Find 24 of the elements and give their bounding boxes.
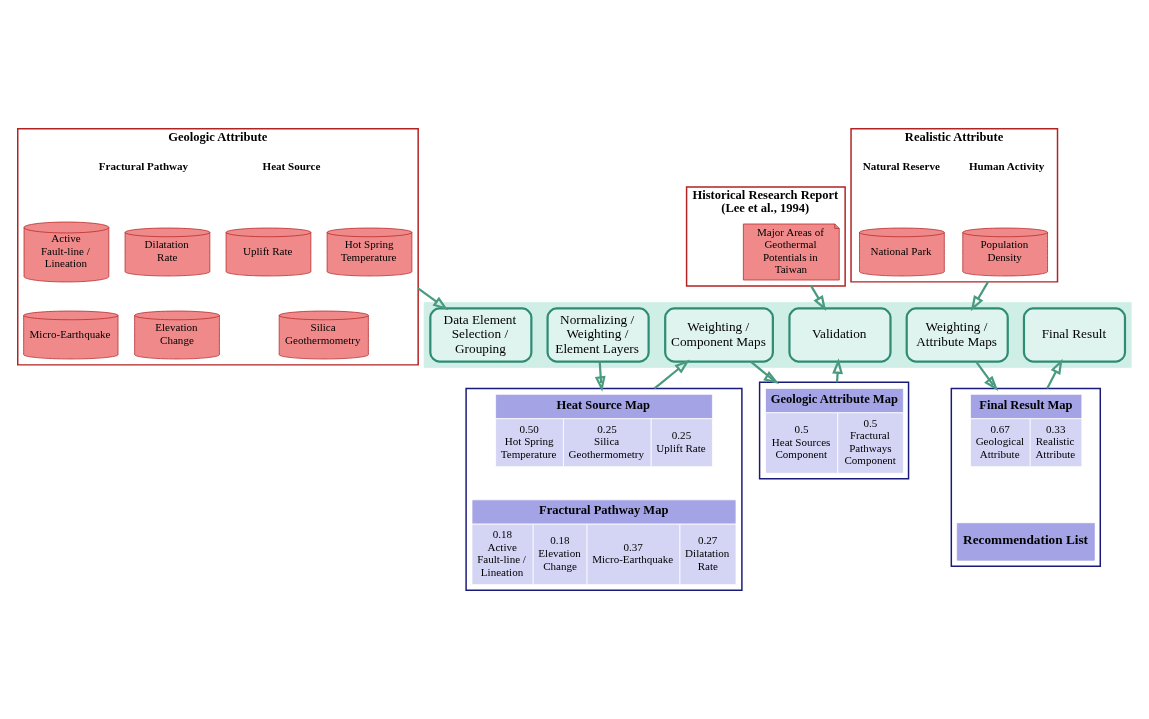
arrow [810, 285, 827, 312]
arrow [970, 281, 989, 312]
cluster [758, 381, 910, 480]
node-box: Data Element Selection / Grouping [429, 307, 533, 363]
cluster [950, 387, 1101, 567]
node-box: Final Result [1022, 307, 1127, 363]
node-box: Normalizing / Weighting / Element Layers [546, 307, 650, 363]
arrow [975, 361, 999, 392]
arrow [750, 360, 780, 384]
node-box: Weighting / Attribute Maps [905, 307, 1009, 363]
label: Fractural Pathway [98, 159, 189, 172]
arrow [653, 359, 690, 390]
arrow [832, 358, 843, 383]
label: Heat Source [262, 159, 321, 172]
node-box: Weighting / Component Maps [664, 307, 774, 363]
cluster [423, 302, 1132, 368]
cluster [465, 387, 743, 591]
node-box: Validation [788, 307, 892, 363]
label: Human Activity [969, 159, 1045, 172]
label: Natural Reserve [862, 159, 940, 172]
arrow [594, 361, 606, 392]
arrow [1046, 358, 1063, 389]
node-box: Recommendation List [956, 523, 1095, 561]
arrow [417, 287, 449, 311]
